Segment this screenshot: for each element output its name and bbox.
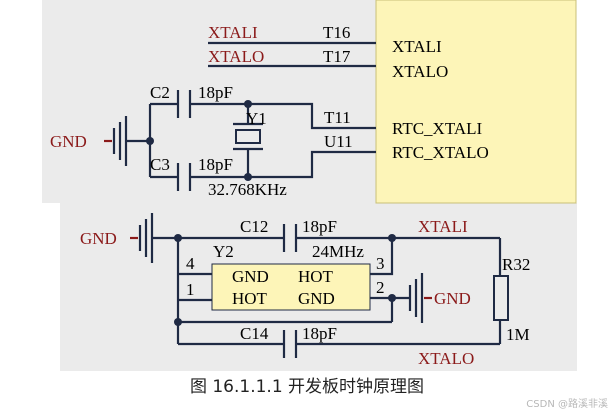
r32-value: 1M [506, 325, 530, 344]
c3-value: 18pF [198, 155, 233, 174]
mcu-label-xtali: XTALI [392, 37, 442, 56]
figure-caption: 图 16.1.1.1 开发板时钟原理图 [189, 377, 425, 397]
watermark: CSDN @路溪非溪 [526, 399, 608, 410]
mcu-label-rtc-xtali: RTC_XTALI [392, 119, 483, 138]
mcu-label-rtc-xtalo: RTC_XTALO [392, 143, 489, 162]
y1-crystal-body [235, 129, 261, 144]
y1-ref: Y1 [246, 109, 267, 128]
y2-label-top-right: HOT [298, 267, 334, 286]
c12-value: 18pF [302, 217, 337, 236]
pin-u11: U11 [324, 132, 353, 151]
gnd-label-main-right: GND [434, 289, 471, 308]
net-label-xtali-top: XTALI [208, 23, 258, 42]
y2-chip [211, 263, 371, 311]
clock-schematic: XTALI XTALO T16 T17 XTALI XTALO GND C2 1… [42, 0, 577, 371]
c12-ref: C12 [240, 217, 268, 236]
y2-label-top-left: GND [232, 267, 269, 286]
pin-t16: T16 [323, 23, 350, 42]
mcu-block [375, 0, 577, 204]
y2-pin3-wire [370, 238, 394, 276]
net-label-xtalo-main: XTALO [418, 349, 474, 368]
pin-t11: T11 [324, 108, 351, 127]
y2-pin-3: 3 [376, 254, 385, 273]
rtc-xtali-wire [248, 102, 376, 130]
c3-ref: C3 [150, 155, 170, 174]
y2-pin-4: 4 [186, 254, 195, 273]
rtc-panel-background [42, 0, 378, 203]
y2-label-bottom-right: GND [298, 289, 335, 308]
net-label-xtali-main: XTALI [418, 217, 468, 236]
ground-icon [408, 273, 432, 323]
r32-ref: R32 [502, 255, 530, 274]
pin-t17: T17 [323, 47, 351, 66]
y1-value: 32.768KHz [208, 180, 287, 199]
rtc-xtalo-wire [248, 150, 376, 179]
y2-label-bottom-left: HOT [232, 289, 268, 308]
y2-value: 24MHz [312, 242, 364, 261]
rtc-ground-node [146, 137, 154, 145]
c2-ref: C2 [150, 83, 170, 102]
y2-pin-2: 2 [376, 278, 385, 297]
gnd-label-rtc: GND [50, 132, 87, 151]
y2-ref: Y2 [213, 242, 234, 261]
y2-pin-1: 1 [186, 280, 195, 299]
c14-value: 18pF [302, 324, 337, 343]
c2-value: 18pF [198, 83, 233, 102]
mcu-label-xtalo: XTALO [392, 62, 448, 81]
c14-ref: C14 [240, 324, 269, 343]
net-label-xtalo-top: XTALO [208, 47, 264, 66]
gnd-label-main-left: GND [80, 229, 117, 248]
